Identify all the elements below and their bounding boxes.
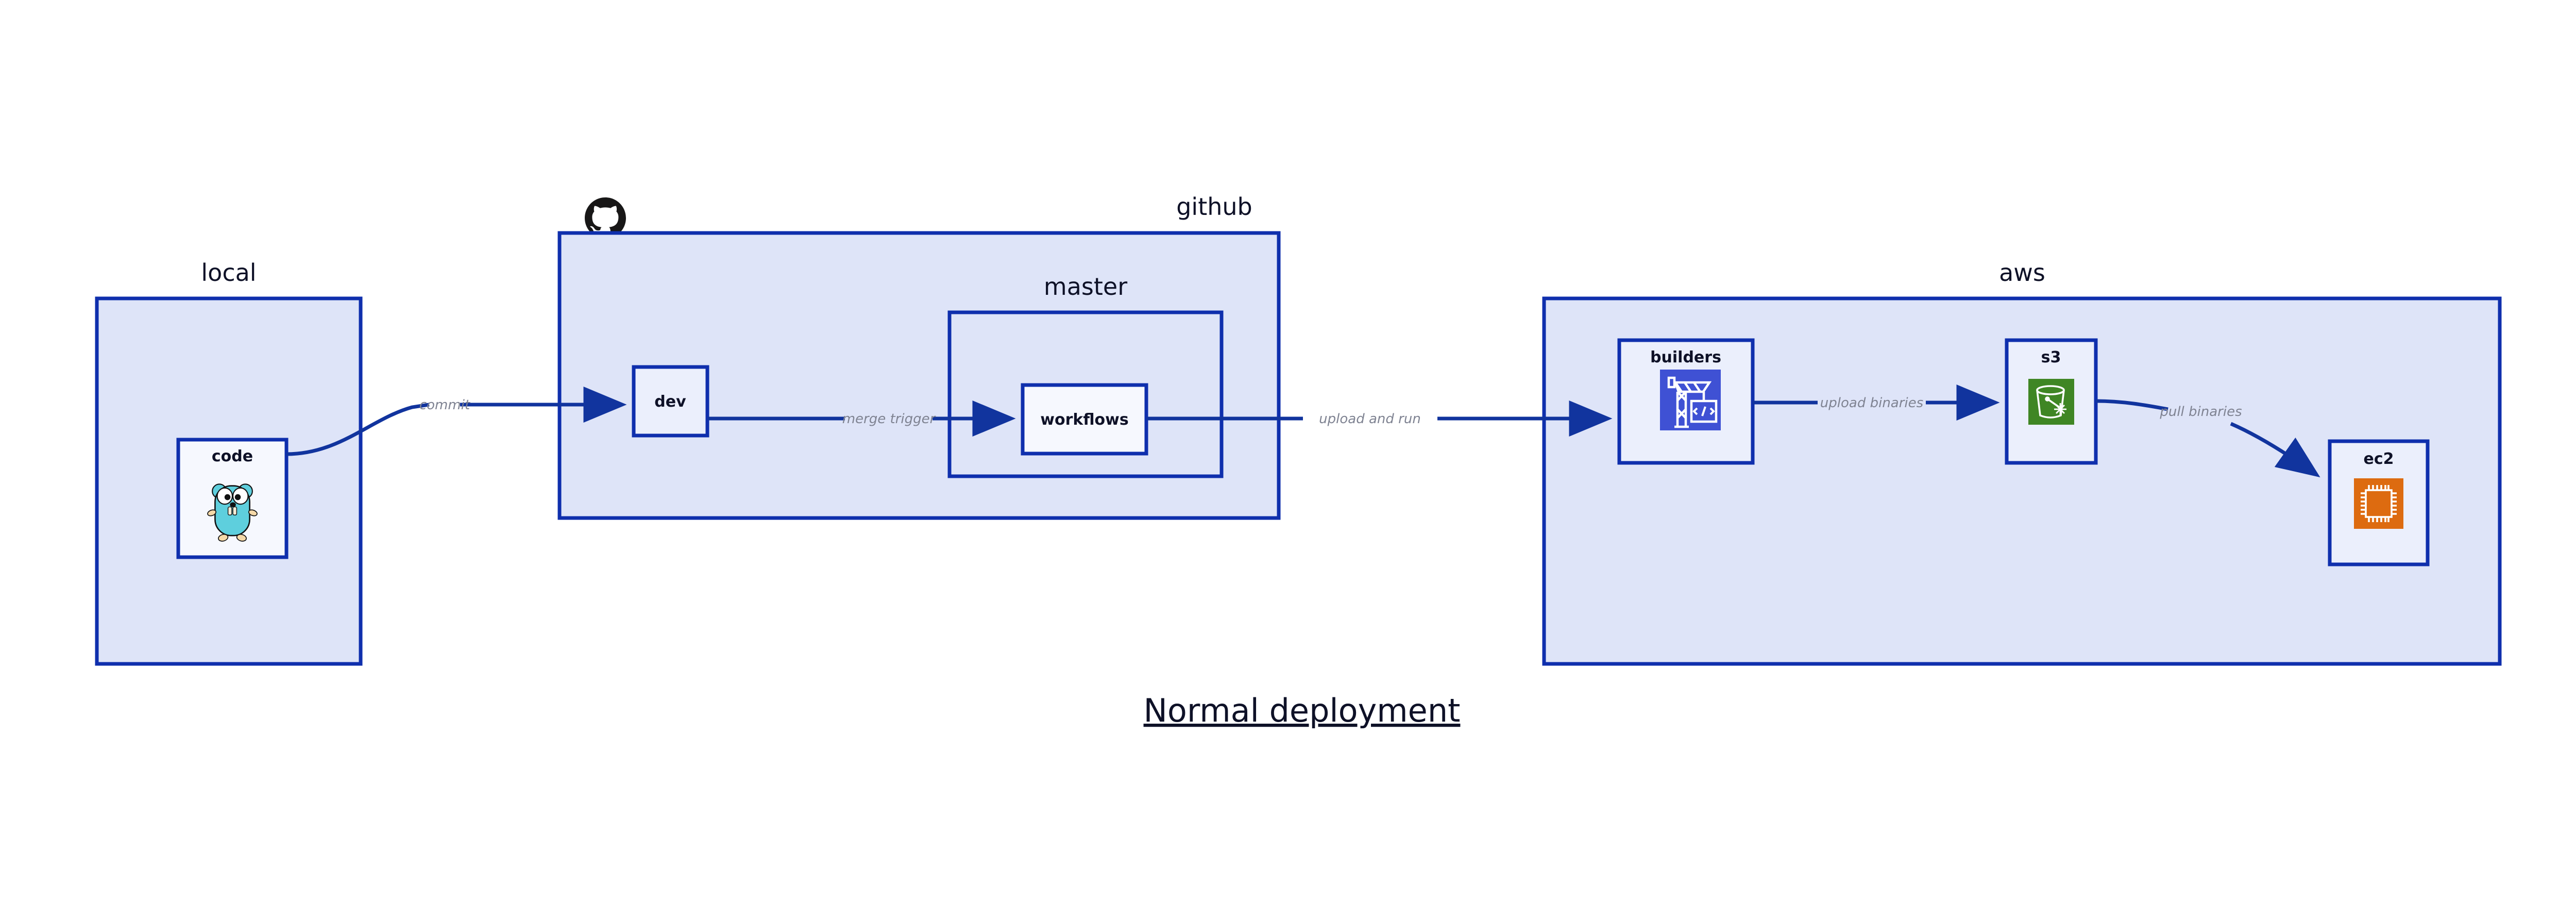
node-label-ec2: ec2 (2363, 450, 2394, 468)
bucket-snowflake-icon (2028, 379, 2074, 425)
group-label-github: github (1176, 193, 1252, 221)
node-label-dev: dev (654, 393, 686, 411)
github-mark-icon (585, 197, 626, 238)
crane-code-icon (1660, 370, 1721, 430)
edge-label-pull-binaries: pull binaries (2159, 404, 2242, 420)
gopher-icon (207, 483, 258, 542)
node-label-s3: s3 (2041, 348, 2061, 366)
edge-upload-and-run: upload and run (1146, 400, 1613, 437)
group-label-local: local (201, 259, 256, 287)
edge-label-upload-binaries: upload binaries (1820, 395, 1923, 411)
edge-pull-binaries: pull binaries (2095, 399, 2320, 478)
edge-label-merge-trigger: merge trigger (842, 411, 937, 427)
edge-commit: commit (286, 387, 627, 456)
edge-label-commit: commit (419, 397, 470, 413)
cpu-chip-icon (2354, 478, 2403, 529)
node-label-code: code (212, 447, 253, 465)
edge-label-upload-and-run: upload and run (1319, 411, 1421, 427)
group-label-master: master (1044, 273, 1127, 300)
edge-upload-binaries: upload binaries (1753, 385, 2000, 421)
edge-merge-trigger: merge trigger (707, 400, 1016, 437)
diagram-caption: Normal deployment (1144, 692, 1461, 729)
node-label-builders: builders (1650, 348, 1721, 366)
node-label-workflows: workflows (1040, 411, 1129, 429)
group-label-aws: aws (1999, 259, 2045, 287)
node-dev[interactable] (632, 365, 709, 438)
